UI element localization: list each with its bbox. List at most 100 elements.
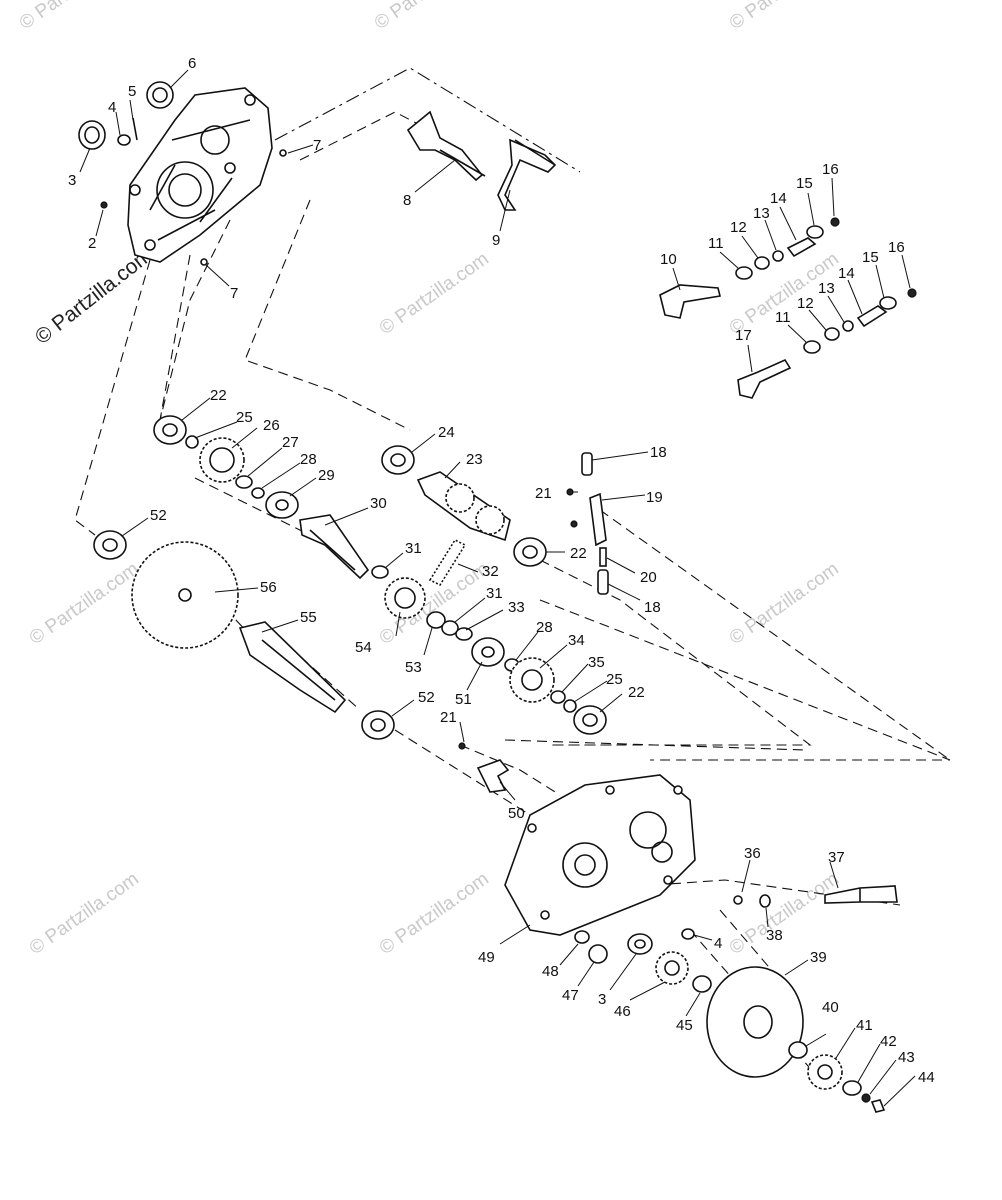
lever-14a	[786, 237, 817, 258]
chain-32	[428, 538, 467, 587]
oring-36	[733, 895, 743, 905]
callout-23: 23	[466, 451, 483, 468]
callout-22: 22	[570, 545, 587, 562]
callout-14: 14	[770, 190, 787, 207]
assembly-guide-lines	[74, 67, 951, 1081]
watermark-tile: © Partzilla.com	[26, 868, 143, 959]
plug-4	[117, 134, 131, 146]
callout-47: 47	[562, 987, 579, 1004]
callout-15: 15	[862, 249, 879, 266]
gear-54	[384, 577, 426, 619]
bearing-22-left	[153, 415, 187, 445]
washer-25-lower	[563, 699, 577, 713]
watermark-tile: © Partzilla.com	[16, 0, 133, 34]
watermark-tile: © Partzilla.com	[726, 0, 843, 34]
plate-19	[589, 492, 607, 547]
callout-53: 53	[405, 659, 422, 676]
callout-21: 21	[535, 485, 552, 502]
callout-34: 34	[568, 632, 585, 649]
seal-3-right	[627, 933, 653, 955]
callout-4: 4	[714, 935, 722, 952]
callout-38: 38	[766, 927, 783, 944]
leader-lines	[79, 69, 916, 1107]
callout-42: 42	[880, 1033, 897, 1050]
callout-5: 5	[128, 83, 136, 100]
callout-2: 2	[88, 235, 96, 252]
stopper-50	[476, 759, 510, 793]
watermark-tile: © Partzilla.com	[376, 248, 493, 339]
ring-53	[426, 611, 446, 629]
washer-12a	[754, 256, 770, 270]
callout-45: 45	[676, 1017, 693, 1034]
callout-20: 20	[640, 569, 657, 586]
right-case-cover-49	[504, 774, 696, 936]
callout-12: 12	[730, 219, 747, 236]
plug-4-right	[681, 928, 695, 940]
callout-46: 46	[614, 1003, 631, 1020]
callout-10: 10	[660, 251, 677, 268]
callout-11: 11	[708, 235, 724, 252]
washer-15a	[806, 225, 824, 239]
callout-32: 32	[482, 563, 499, 580]
callout-6: 6	[188, 55, 196, 72]
callout-27: 27	[282, 434, 299, 451]
snap-ring-31b	[441, 620, 459, 636]
callout-24: 24	[438, 424, 455, 441]
washer-13a	[772, 250, 784, 262]
callout-9: 9	[492, 232, 500, 249]
washer-42	[842, 1080, 862, 1096]
bearing-22-lower	[573, 705, 607, 735]
gear-26	[199, 437, 245, 483]
callout-21: 21	[440, 709, 457, 726]
callout-29: 29	[318, 467, 335, 484]
bushing-27	[235, 475, 253, 489]
callout-12: 12	[797, 295, 814, 312]
lever-14b	[856, 305, 888, 328]
output-shaft-55	[238, 621, 347, 714]
callout-16: 16	[822, 161, 839, 178]
shift-fork-8	[406, 110, 486, 182]
bearing-52-left	[93, 530, 127, 560]
callout-37: 37	[828, 849, 845, 866]
ring-45	[692, 975, 712, 993]
clutch-shaft-37	[824, 885, 898, 904]
callout-4: 4	[108, 99, 116, 116]
callout-44: 44	[918, 1069, 935, 1086]
oring-48	[574, 930, 590, 944]
callout-7: 7	[313, 137, 321, 154]
callout-41: 41	[856, 1017, 873, 1034]
watermark-tile: © Partzilla.com	[371, 0, 488, 34]
screw-21-lower	[570, 520, 578, 528]
callout-50: 50	[508, 805, 525, 822]
washer-15b	[879, 296, 897, 310]
callout-49: 49	[478, 949, 495, 966]
callout-48: 48	[542, 963, 559, 980]
shift-shaft-17	[737, 358, 792, 399]
callout-51: 51	[455, 691, 472, 708]
callout-26: 26	[263, 417, 280, 434]
sheave-39	[706, 966, 804, 1078]
callout-40: 40	[822, 999, 839, 1016]
callout-25: 25	[606, 671, 623, 688]
callout-39: 39	[810, 949, 827, 966]
seal-3	[78, 120, 106, 150]
screw-21-stopper	[458, 742, 466, 750]
bearing-24	[381, 445, 415, 475]
bushing-35	[550, 690, 566, 704]
callout-52: 52	[150, 507, 167, 524]
callout-22: 22	[210, 387, 227, 404]
callout-18: 18	[644, 599, 661, 616]
callout-56: 56	[260, 579, 277, 596]
callout-52: 52	[418, 689, 435, 706]
callout-28: 28	[536, 619, 553, 636]
shaft-23	[416, 471, 511, 542]
callout-28: 28	[300, 451, 317, 468]
callout-16: 16	[888, 239, 905, 256]
washer-13b	[842, 320, 854, 332]
spring-20	[599, 547, 607, 567]
shift-fork-9	[497, 138, 557, 211]
callout-30: 30	[370, 495, 387, 512]
callout-31: 31	[486, 585, 503, 602]
callout-7: 7	[230, 285, 238, 302]
callout-33: 33	[508, 599, 525, 616]
